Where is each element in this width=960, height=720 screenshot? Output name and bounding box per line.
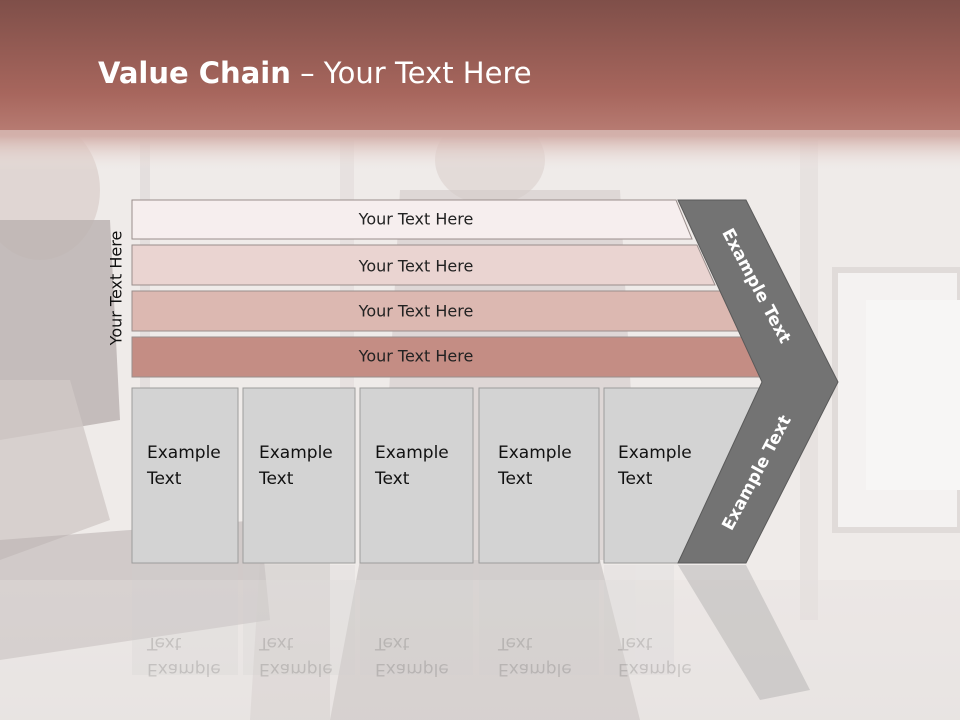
box-2-refl-line1: Example: [259, 659, 333, 679]
box-2-text: Example Text: [259, 440, 333, 492]
box-3-line1: Example: [375, 443, 449, 463]
bar-2: [131, 244, 716, 286]
box-1-line2: Text: [147, 469, 182, 489]
box-3-refl-line2: Text: [375, 633, 410, 653]
box-5-line1: Example: [618, 443, 692, 463]
chevron-arrow: [677, 199, 839, 564]
box-4-refl-line2: Text: [498, 633, 533, 653]
box-4-text-reflection: Example Text: [498, 630, 572, 682]
box-1: [131, 387, 239, 564]
box-2-text-reflection: Example Text: [259, 630, 333, 682]
box-4-line1: Example: [498, 443, 572, 463]
box-5-refl-line2: Text: [618, 633, 653, 653]
box-4-refl-line1: Example: [498, 659, 572, 679]
box-4-text: Example Text: [498, 440, 572, 492]
box-4: [478, 387, 600, 564]
box-1-refl-line2: Text: [147, 633, 182, 653]
box-5-refl-line1: Example: [618, 659, 692, 679]
bar-1: [131, 199, 693, 240]
bar-1-label: Your Text Here: [358, 209, 474, 229]
box-4-line2: Text: [498, 469, 533, 489]
box-2-line2: Text: [259, 469, 294, 489]
box-5-line2: Text: [618, 469, 653, 489]
box-2-line1: Example: [259, 443, 333, 463]
slide-title: Value Chain – Your Text Here: [98, 56, 532, 90]
box-2-refl-line2: Text: [259, 633, 294, 653]
box-5-text: Example Text: [618, 440, 692, 492]
box-1-line1: Example: [147, 443, 221, 463]
chevron-reflection: [678, 565, 810, 700]
bar-3-label: Your Text Here: [358, 301, 474, 321]
box-5-text-reflection: Example Text: [618, 630, 692, 682]
box-3: [359, 387, 474, 564]
box-3-line2: Text: [375, 469, 410, 489]
slide-title-bold: Value Chain: [98, 56, 291, 90]
box-reflections: [132, 565, 674, 675]
bar-4-label: Your Text Here: [358, 346, 474, 366]
box-1-text: Example Text: [147, 440, 221, 492]
box-1-text-reflection: Example Text: [147, 630, 221, 682]
box-3-refl-line1: Example: [375, 659, 449, 679]
side-label: Your Text Here: [106, 230, 126, 346]
box-1-refl-line1: Example: [147, 659, 221, 679]
bar-2-label: Your Text Here: [358, 256, 474, 276]
box-2: [242, 387, 356, 564]
box-3-text: Example Text: [375, 440, 449, 492]
slide-title-rest: – Your Text Here: [290, 56, 532, 90]
box-3-text-reflection: Example Text: [375, 630, 449, 682]
